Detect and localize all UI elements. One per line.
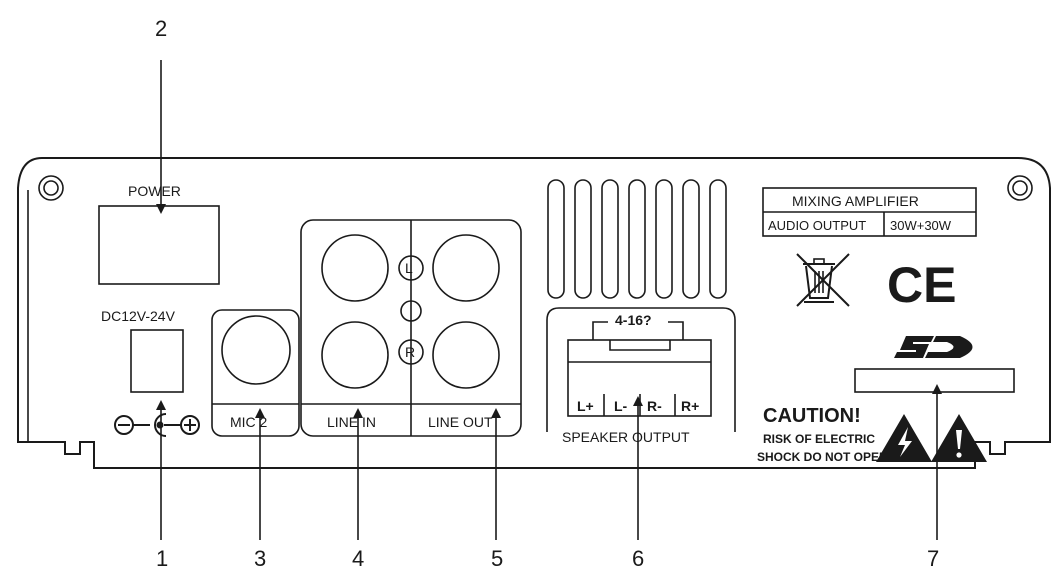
terminal-label-r-minus: R- [647,398,662,414]
speaker-output-label-bg [556,426,724,444]
electric-shock-warning-icon [876,414,932,462]
ce-mark-icon: CE [887,257,956,313]
left-channel-marker [398,255,424,281]
callout-leader-1 [156,400,166,540]
right-channel-label: R [405,344,415,360]
line-in-jack-left [321,234,389,302]
center-marker [400,300,422,322]
heatsink-vents [547,179,727,299]
callout-number-7: 7 [927,546,939,571]
line-out-jack-left [432,234,500,302]
caution-line-1: RISK OF ELECTRIC [763,432,875,446]
mixing-amplifier-label: MIXING AMPLIFIER [792,193,919,209]
speaker-terminal-tab [609,340,671,351]
mounting-screw-right [1007,175,1033,201]
power-rating-value: 30W+30W [890,218,952,233]
impedance-label-bg [608,310,668,328]
caution-line-2: SHOCK DO NOT OPEN [757,450,888,464]
callout-leader-4 [353,408,363,540]
callout-leader-5 [491,408,501,540]
line-in-jack-right [321,321,389,389]
power-label: POWER [128,183,181,199]
speaker-output-panel [546,307,736,432]
caution-exclamation-icon [931,414,987,462]
caution-title: CAUTION! [763,405,861,427]
callout-leader-3 [255,408,265,540]
terminal-label-l-plus: L+ [577,398,594,414]
dc-input-jack [130,329,184,393]
dc-input-label: DC12V-24V [101,308,176,324]
callout-number-2: 2 [155,16,167,41]
line-in-label: LINE IN [327,414,376,430]
impedance-label: 4-16? [615,312,652,328]
callout-number-6: 6 [632,546,644,571]
sd-logo-icon [894,336,973,358]
panel-outline [17,157,1051,469]
callout-leader-6 [633,396,643,540]
callout-number-5: 5 [491,546,503,571]
speaker-output-label: SPEAKER OUTPUT [562,429,690,445]
terminal-label-l-minus: L- [614,398,628,414]
power-switch [98,205,220,285]
callout-leader-2 [156,60,166,214]
left-channel-label: L [405,260,413,276]
sd-card-slot [854,368,1015,393]
callout-number-1: 1 [156,546,168,571]
right-channel-marker [398,339,424,365]
weee-bin-icon [796,253,850,307]
mic2-panel [211,309,300,437]
mounting-screw-left [38,175,64,201]
callout-leader-7 [932,384,942,540]
audio-output-label: AUDIO OUTPUT [768,218,866,233]
callout-number-4: 4 [352,546,364,571]
callout-number-3: 3 [254,546,266,571]
line-out-jack-right [432,321,500,389]
line-out-label: LINE OUT [428,414,493,430]
terminal-label-r-plus: R+ [681,398,699,414]
mic2-jack [221,315,291,385]
dc-polarity-symbol [114,413,200,437]
